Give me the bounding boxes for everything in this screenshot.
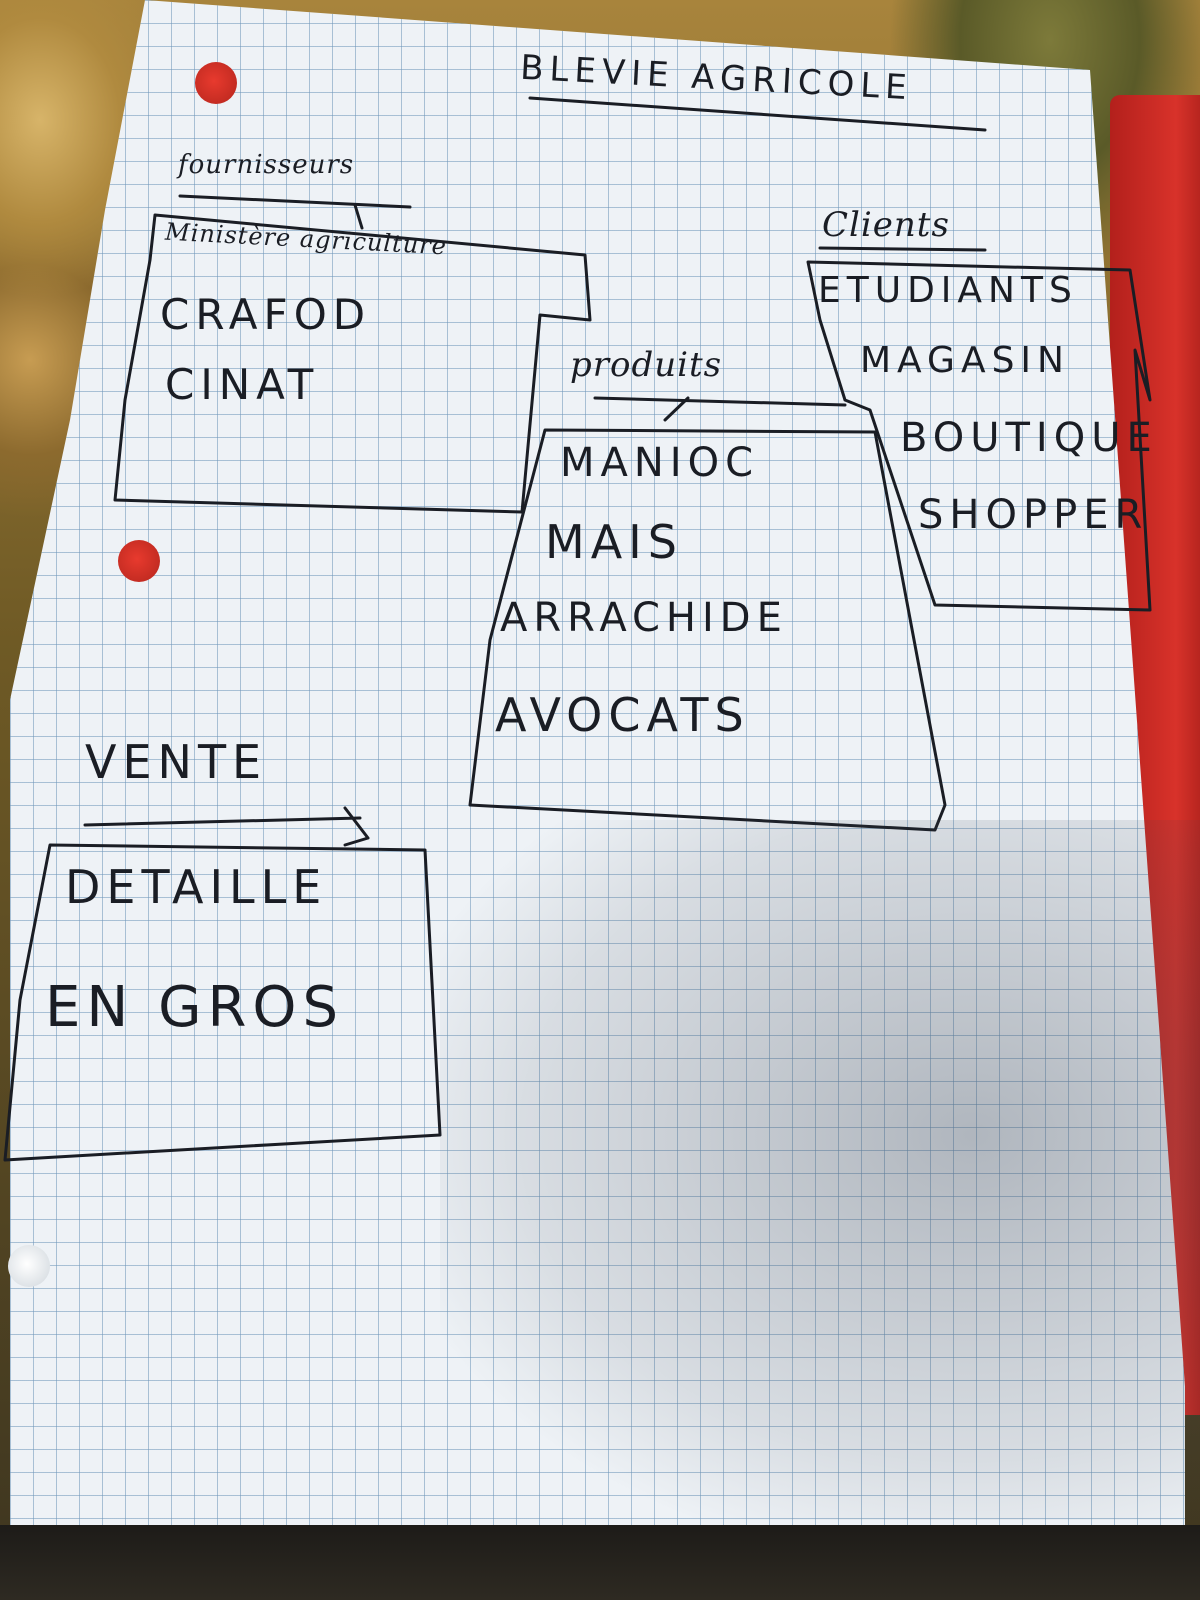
sales-item-detaille: DETAILLE [65,860,328,914]
sales-item-en-gros: EN GROS [45,975,345,1040]
punch-hole-top [195,62,237,104]
product-item-arrachide: ARRACHIDE [500,595,788,641]
client-item-boutique: BOUTIQUE [900,415,1158,461]
product-item-mais: MAIS [545,515,683,569]
supplier-item-crafod: CRAFOD [160,290,372,339]
client-item-magasin: MAGASIN [860,340,1070,381]
suppliers-heading: fournisseurs [178,150,355,180]
table-edge [0,1525,1200,1600]
products-heading: produits [570,345,723,385]
clients-heading: Clients [822,205,950,245]
supplier-item-cinat: CINAT [165,360,320,409]
client-item-shopper: SHOPPER [918,492,1149,538]
sales-heading: VENTE [85,735,268,789]
product-item-manioc: MANIOC [560,440,760,486]
punch-hole-middle [118,540,160,582]
product-item-avocats: AVOCATS [495,688,750,742]
punch-hole-bottom [8,1245,50,1287]
client-item-etudiants: ETUDIANTS [818,270,1078,311]
